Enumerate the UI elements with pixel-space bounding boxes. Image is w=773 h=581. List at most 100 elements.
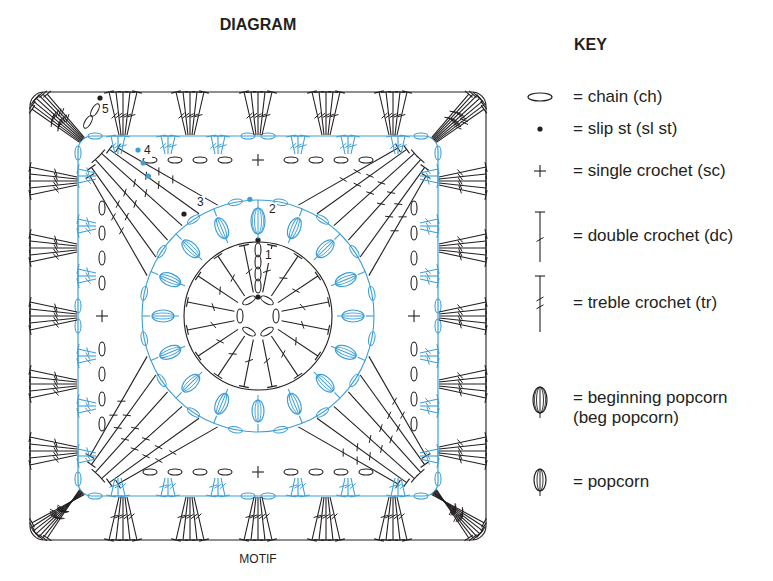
stitch-line xyxy=(317,418,407,482)
stitch-line xyxy=(439,437,486,447)
round-number: 3 xyxy=(196,196,205,210)
stitch-line xyxy=(246,269,252,274)
stitch-line xyxy=(485,393,487,403)
stitch-line xyxy=(350,135,360,137)
stitch-line xyxy=(219,145,227,147)
stitch-line xyxy=(378,182,386,185)
stitch-line xyxy=(244,245,253,292)
stitch-line xyxy=(334,234,340,240)
stitch-line xyxy=(323,114,330,118)
chain-symbol xyxy=(411,251,417,265)
chain-symbol xyxy=(528,93,552,101)
stitch-line xyxy=(539,165,540,177)
stitch-line xyxy=(426,273,430,280)
stitch-line xyxy=(194,92,204,135)
chain-symbol xyxy=(435,319,441,333)
stitch-line xyxy=(116,200,119,207)
chain-symbol xyxy=(168,157,182,163)
stitch-line xyxy=(397,136,398,154)
stitch-line xyxy=(387,192,395,194)
stitch-line xyxy=(120,483,126,488)
stitch-line xyxy=(395,144,402,148)
stitch-line xyxy=(95,392,167,473)
stitch-line xyxy=(186,297,188,307)
legend-text: = popcorn xyxy=(573,472,649,492)
chain-symbol xyxy=(99,276,105,290)
stitch-line xyxy=(360,375,424,465)
chain-symbol xyxy=(334,469,348,475)
stitch-line xyxy=(61,108,64,116)
stitch-line xyxy=(459,456,461,464)
stitch-line xyxy=(260,92,265,135)
stitch-line xyxy=(30,185,77,195)
chain-symbol xyxy=(168,469,182,475)
stitch-line xyxy=(92,469,99,476)
chain-symbol xyxy=(367,286,376,301)
stitch-line xyxy=(400,495,410,497)
stitch-line xyxy=(264,514,270,519)
stitch-line xyxy=(34,101,82,140)
stitch-line xyxy=(539,276,540,332)
chain-symbol xyxy=(99,417,105,431)
stitch-line xyxy=(300,135,310,137)
stitch-line xyxy=(77,228,79,238)
stitch-line xyxy=(53,186,58,192)
stitch-line xyxy=(155,459,162,463)
stitch-line xyxy=(116,497,121,540)
chain-symbol xyxy=(411,417,417,431)
stitch-line xyxy=(459,385,462,392)
stitch-line xyxy=(439,383,486,384)
stitch-part xyxy=(540,469,541,496)
stitch-line xyxy=(53,321,58,327)
stitch-line xyxy=(165,484,172,488)
stitch-line xyxy=(360,167,424,257)
chain-symbol xyxy=(140,286,149,301)
stitch-line xyxy=(239,244,249,246)
stitch-line xyxy=(420,225,438,226)
stitch-line xyxy=(30,450,77,451)
stitch-line xyxy=(85,228,90,234)
stitch-line xyxy=(187,321,234,330)
stitch-line xyxy=(30,174,77,179)
stitch-line xyxy=(356,443,358,451)
stitch-line xyxy=(30,180,77,181)
stitch-line xyxy=(77,408,79,418)
chain-symbol xyxy=(155,244,168,259)
chain-symbol xyxy=(218,157,232,163)
stitch-line xyxy=(439,174,486,179)
slip-stitch-symbol xyxy=(247,197,252,202)
stitch-line xyxy=(128,114,136,116)
stitch-line xyxy=(30,302,77,312)
round-number: 5 xyxy=(101,103,110,117)
stitch-line xyxy=(142,315,150,316)
stitch-line xyxy=(390,114,397,118)
stitch-line xyxy=(78,405,96,406)
popcorn-symbol xyxy=(283,387,304,417)
stitch-line xyxy=(43,94,83,138)
motif-chart xyxy=(29,91,487,541)
stitch-line xyxy=(29,190,31,200)
stitch-line xyxy=(404,479,410,487)
chain-symbol xyxy=(241,133,255,139)
chain-symbol xyxy=(359,469,373,475)
chain-symbol xyxy=(315,213,330,226)
stitch-line xyxy=(485,190,487,200)
stitch-line xyxy=(369,356,426,456)
stitch-line xyxy=(439,247,486,248)
stitch-line xyxy=(39,91,46,98)
stitch-line xyxy=(172,175,173,183)
foundation-ring xyxy=(237,294,279,337)
round-outline xyxy=(30,92,486,540)
stitch-line xyxy=(295,144,302,148)
stitch-line xyxy=(402,91,412,93)
stitch-line xyxy=(454,515,458,522)
stitch-line xyxy=(348,160,420,241)
stitch-line xyxy=(395,484,402,488)
stitch-line xyxy=(120,495,130,497)
stitch-line xyxy=(380,424,383,432)
stitch-line xyxy=(402,539,412,541)
chain-symbol xyxy=(228,198,243,207)
stitch-line xyxy=(127,497,137,540)
stitch-line xyxy=(426,223,430,230)
stitch-line xyxy=(117,136,118,154)
